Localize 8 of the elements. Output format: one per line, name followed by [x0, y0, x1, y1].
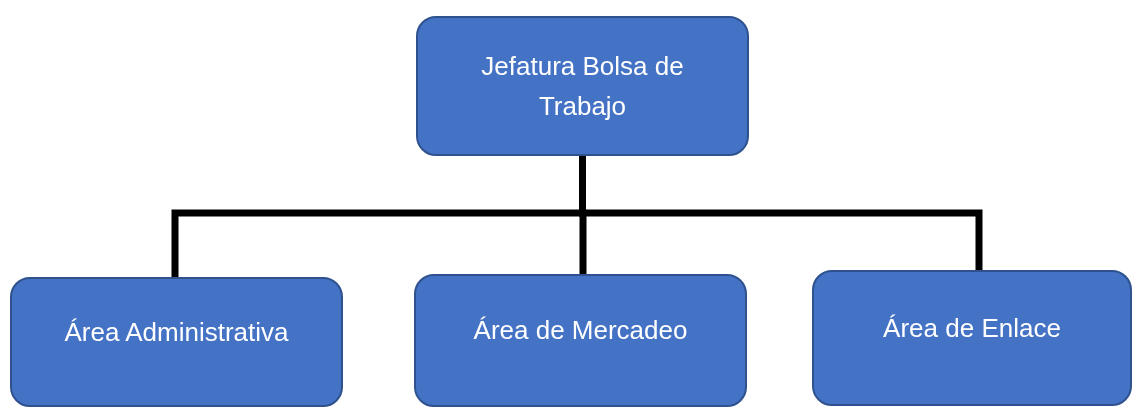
org-box: [416, 16, 749, 156]
org-box: [812, 270, 1132, 406]
box-label: Área Administrativa: [64, 315, 289, 349]
org-box: [414, 274, 747, 407]
box-label: Área de Mercadeo: [473, 314, 688, 348]
box-label: Área de Enlace: [883, 311, 1061, 345]
org-box: [10, 277, 343, 407]
box-label: Jefatura Bolsa de Trabajo: [480, 49, 685, 123]
